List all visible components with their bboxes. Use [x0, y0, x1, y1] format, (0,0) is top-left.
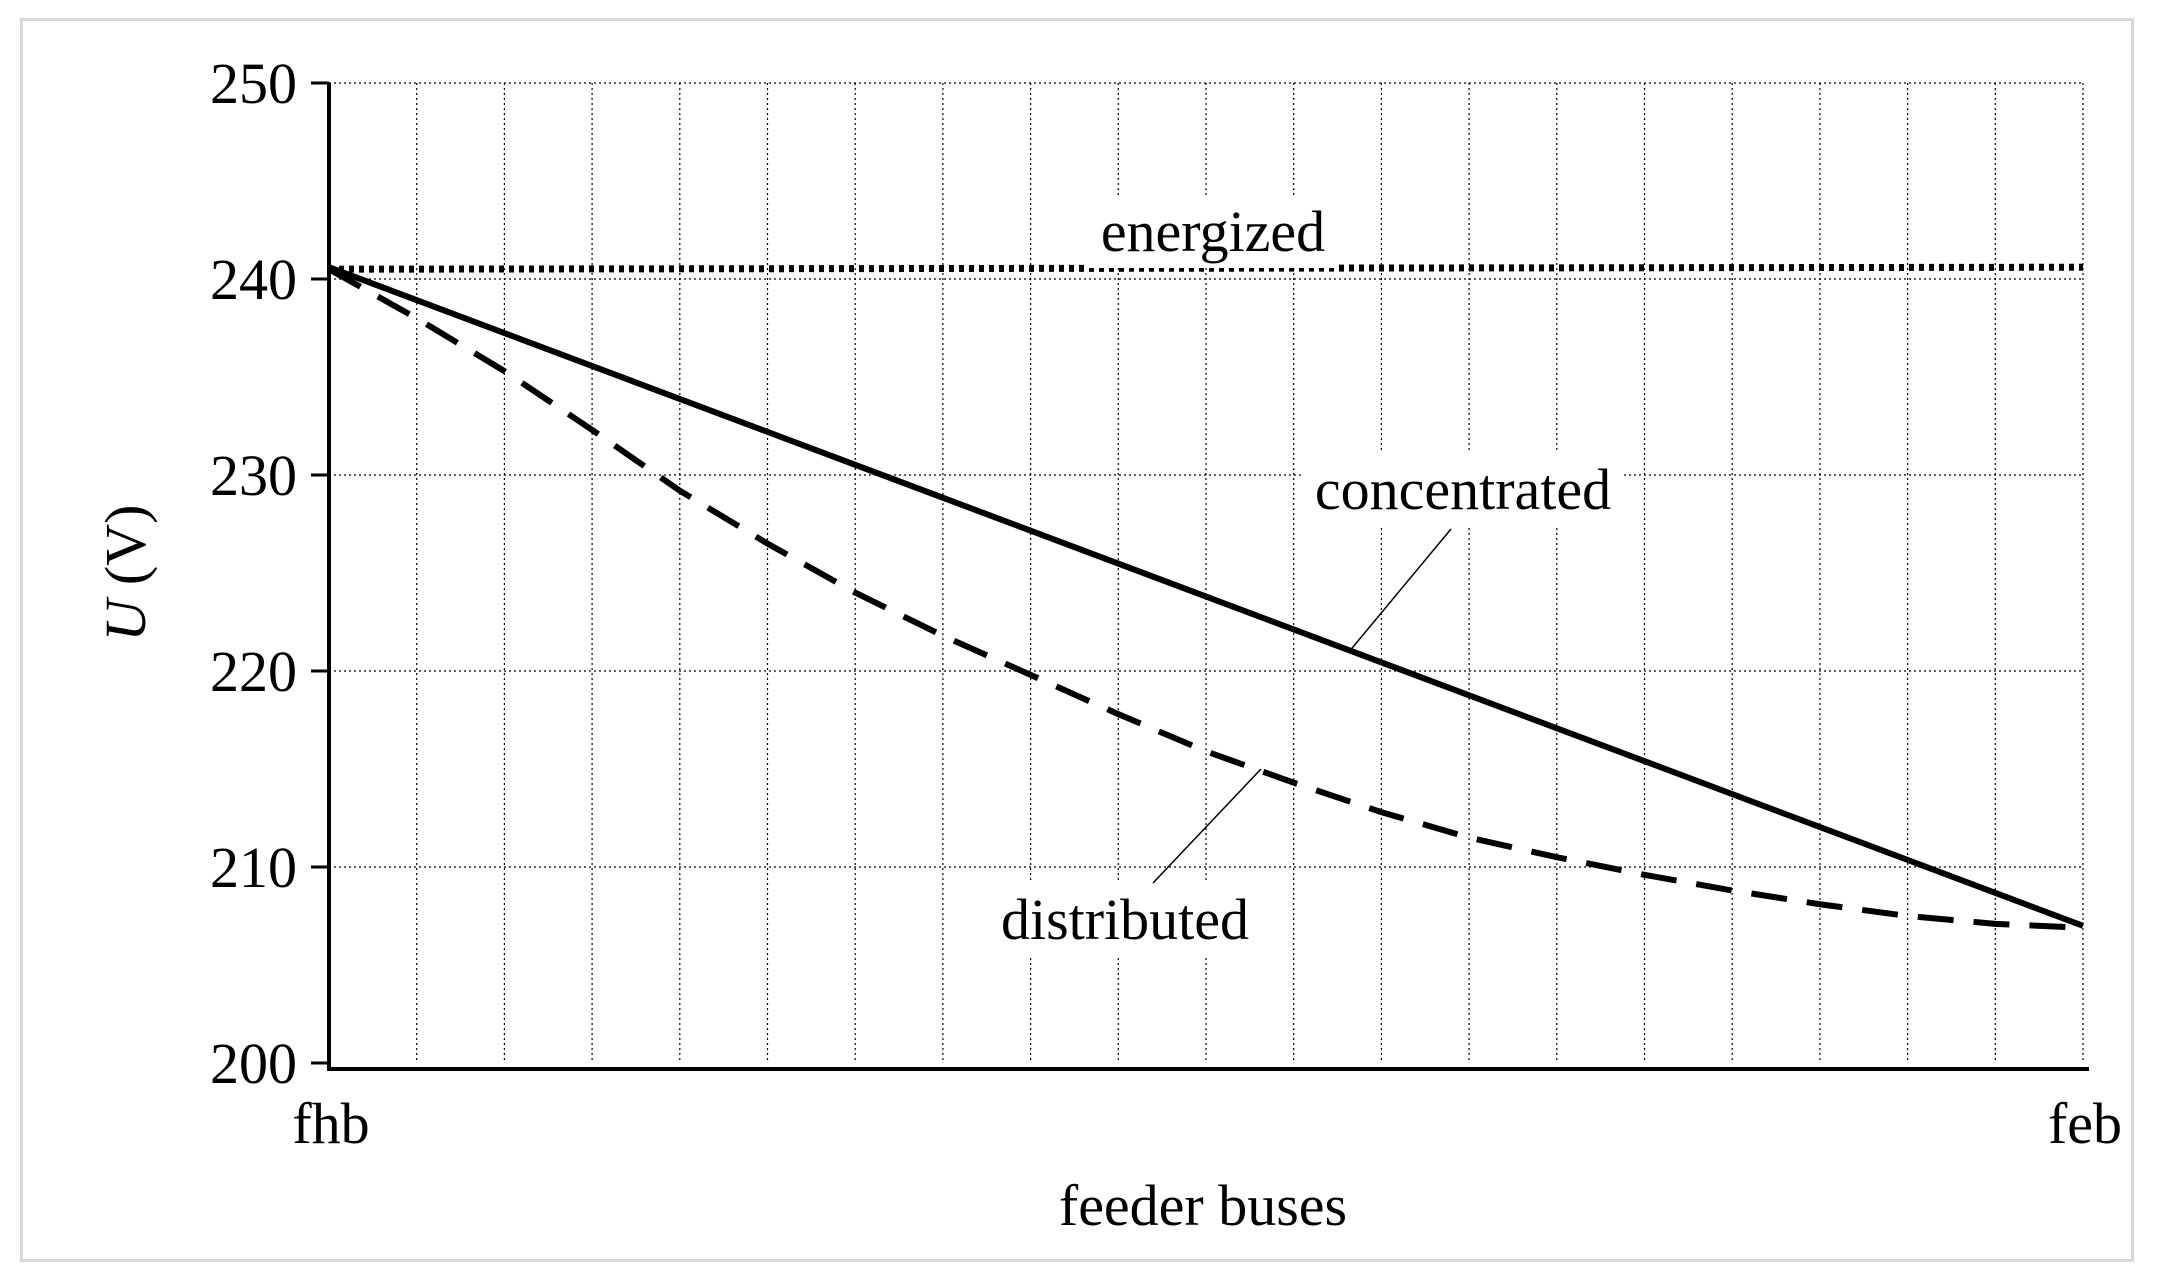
series-labels: energized concentrated distributed [988, 195, 1624, 956]
concentrated-leader-line [1347, 528, 1452, 654]
series-line-distributed [327, 266, 2084, 931]
y-tick-label: 210 [210, 835, 297, 900]
distributed-label-bg [988, 883, 1262, 956]
series-lines [327, 263, 2085, 931]
y-tick-label: 250 [210, 51, 297, 116]
y-tick-label: 240 [210, 247, 297, 312]
series-line-energized [328, 263, 2084, 273]
chart-frame: 200 210 220 230 240 250 fhb feb energized conce… [20, 18, 2134, 1262]
series-label-distributed: distributed [1001, 887, 1249, 952]
y-tick-label: 220 [210, 639, 297, 704]
y-axis-title-unit: (V) [93, 505, 158, 586]
y-axis-title-symbol: U [93, 595, 158, 641]
concentrated-label-bg [1302, 453, 1624, 526]
x-tick-label-end: feb [2048, 1091, 2122, 1156]
y-tick-label: 200 [210, 1031, 297, 1096]
tick-labels: 200 210 220 230 240 250 fhb feb [210, 51, 2122, 1156]
axes [311, 81, 2089, 1071]
energized-label-bg [1088, 195, 1338, 268]
x-tick-label-start: fhb [292, 1091, 369, 1156]
y-axis-title: U (V) [93, 505, 158, 642]
series-label-concentrated: concentrated [1315, 457, 1611, 522]
x-axis-title: feeder buses [1059, 1173, 1347, 1238]
series-label-energized: energized [1101, 199, 1325, 264]
y-tick-label: 230 [210, 443, 297, 508]
distributed-leader-line [1152, 768, 1262, 884]
series-line-concentrated [327, 264, 2085, 929]
line-chart: 200 210 220 230 240 250 fhb feb energized conce… [93, 51, 2122, 1238]
